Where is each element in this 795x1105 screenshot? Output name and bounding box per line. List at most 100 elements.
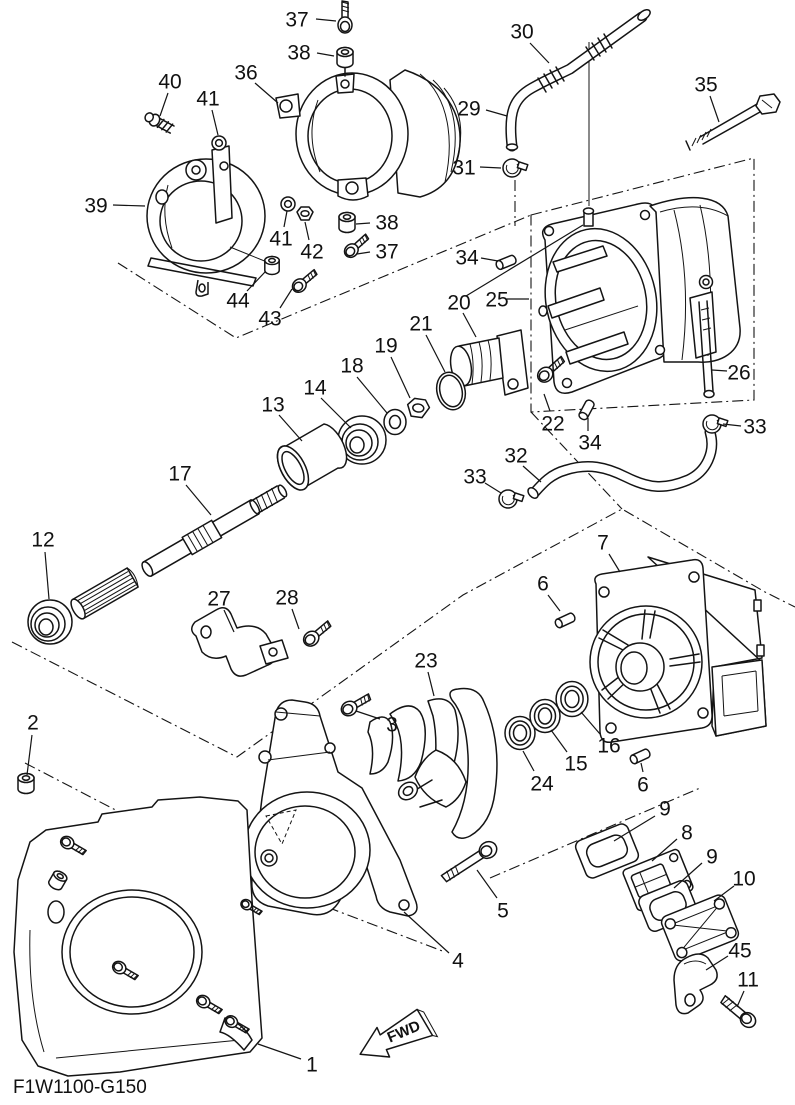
callout-leader-line — [357, 377, 387, 413]
callout-number: 2 — [27, 712, 39, 735]
callout-leader-line — [113, 205, 145, 206]
callout-34: 34 — [578, 418, 602, 455]
callout-leader-line — [523, 751, 534, 771]
callout-leader-line — [737, 991, 744, 1007]
callout-leader-line — [212, 110, 218, 135]
callout-leader-line — [279, 415, 302, 441]
callout-leader-line — [404, 912, 449, 953]
callout-number: 33 — [743, 416, 766, 439]
callout-leader-line — [723, 424, 741, 426]
callout-44: 44 — [226, 272, 265, 313]
callout-41: 41 — [269, 211, 293, 251]
callout-leader-line — [255, 83, 278, 103]
callout-number: 33 — [463, 466, 486, 489]
callout-leader-line — [292, 609, 299, 629]
callout-39: 39 — [84, 195, 145, 218]
callout-leader-line — [280, 289, 292, 308]
callout-3: 3 — [356, 711, 398, 737]
part-19-nut — [406, 398, 430, 419]
part-32-hose — [526, 432, 712, 500]
callout-6: 6 — [637, 763, 649, 797]
callout-number: 45 — [728, 940, 751, 963]
callout-number: 5 — [497, 900, 509, 923]
callout-leader-line — [551, 730, 567, 752]
callout-37: 37 — [285, 9, 336, 32]
callout-41: 41 — [196, 88, 220, 136]
callout-number: 6 — [537, 573, 549, 596]
callout-33: 33 — [463, 466, 501, 494]
callout-number: 42 — [300, 241, 323, 264]
callout-number: 35 — [694, 74, 717, 97]
part-9-gasket — [574, 822, 641, 880]
callout-22: 22 — [541, 394, 565, 436]
callout-number: 22 — [541, 413, 564, 436]
callout-33: 33 — [723, 416, 767, 439]
part-7-stator-housing — [590, 557, 766, 742]
callout-leader-line — [609, 554, 620, 572]
part-26-stud — [699, 301, 714, 398]
callout-leader-line — [641, 763, 643, 772]
callout-leader-line — [316, 19, 336, 21]
callout-number: 38 — [375, 212, 398, 235]
callout-number: 30 — [510, 21, 533, 44]
callout-leader-line — [391, 357, 410, 398]
callout-leader-line — [712, 370, 727, 371]
part-41b-washer — [280, 196, 296, 212]
callout-24: 24 — [523, 751, 554, 796]
callout-number: 4 — [452, 950, 464, 973]
callout-number: 15 — [564, 753, 587, 776]
callout-leader-line — [247, 272, 265, 291]
callout-14: 14 — [303, 377, 351, 429]
callout-6: 6 — [537, 573, 560, 612]
callout-number: 39 — [84, 195, 107, 218]
callout-13: 13 — [261, 394, 302, 442]
callout-number: 41 — [269, 228, 292, 251]
callout-number: 32 — [504, 445, 527, 468]
callout-number: 34 — [455, 247, 479, 270]
callout-28: 28 — [275, 587, 299, 630]
part-38b-nut — [338, 211, 356, 234]
callout-leader-line — [356, 223, 370, 224]
callout-number: 31 — [452, 157, 475, 180]
callout-36: 36 — [234, 62, 278, 104]
callout-11: 11 — [737, 969, 759, 1008]
callout-leader-line — [485, 483, 501, 493]
callout-leader-line — [544, 394, 550, 411]
callout-34: 34 — [455, 247, 498, 270]
grouping-lines — [12, 180, 795, 952]
callout-number: 11 — [737, 969, 759, 992]
callout-number: 18 — [340, 355, 363, 378]
callout-leader-line — [614, 816, 655, 841]
callout-8: 8 — [652, 822, 693, 862]
callout-19: 19 — [374, 335, 410, 399]
callout-leader-line — [463, 313, 476, 337]
part-25-pump-housing — [532, 198, 740, 394]
callout-leader-line — [317, 53, 334, 56]
callout-31: 31 — [452, 157, 501, 180]
callout-number: 23 — [414, 650, 437, 673]
callout-27: 27 — [207, 588, 234, 633]
callout-7: 7 — [597, 532, 620, 573]
part-4-intake-housing — [244, 700, 417, 916]
callout-number: 10 — [732, 868, 755, 891]
callout-leader-line — [258, 1044, 301, 1059]
part-15-seal — [529, 698, 561, 734]
callout-20: 20 — [447, 225, 583, 337]
callout-number: 19 — [374, 335, 397, 358]
callout-number: 37 — [375, 241, 398, 264]
callout-15: 15 — [551, 730, 588, 776]
callout-leader-line — [27, 735, 32, 775]
callout-leader-line — [652, 839, 677, 861]
callout-number: 8 — [681, 822, 693, 845]
part-41-washer — [211, 135, 227, 151]
callout-number: 16 — [597, 735, 620, 758]
callout-number: 38 — [287, 42, 310, 65]
callout-number: 24 — [530, 773, 554, 796]
callout-10: 10 — [714, 868, 756, 902]
part-38-nut — [336, 46, 354, 69]
part-21-oring — [433, 369, 469, 413]
callout-leader-line — [305, 222, 309, 240]
callout-38: 38 — [356, 212, 399, 235]
part-23-impeller — [368, 689, 497, 839]
